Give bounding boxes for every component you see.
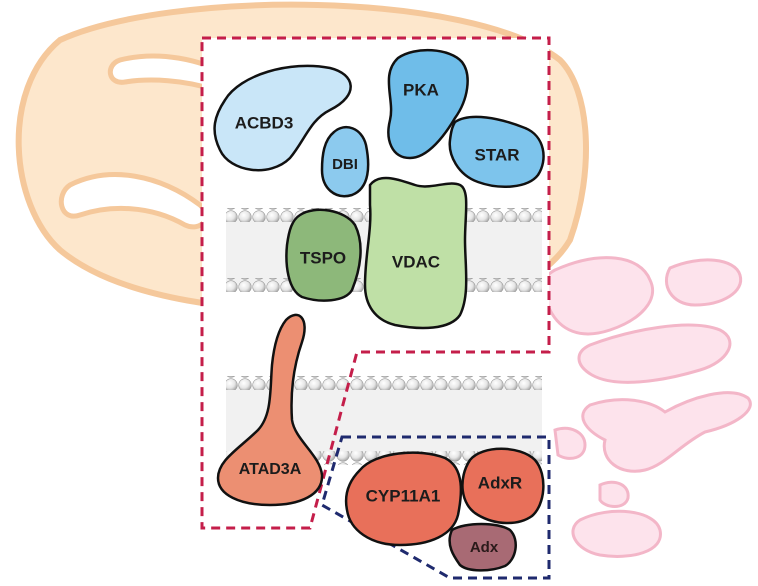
protein-vdac: VDAC (363, 176, 468, 330)
protein-dbi: DBI (320, 125, 370, 198)
label-pka: PKA (403, 80, 439, 99)
label-acbd3: ACBD3 (235, 113, 294, 132)
outer-dashed-box (200, 36, 551, 530)
protein-atad3a: ATAD3A (216, 313, 324, 507)
label-adx: Adx (470, 539, 499, 556)
protein-acbd3: ACBD3 (213, 64, 352, 172)
protein-cyp11a1: CYP11A1 (344, 451, 463, 547)
inner-dashed-box (320, 435, 551, 580)
label-star: STAR (474, 145, 519, 164)
label-atad3a: ATAD3A (239, 461, 302, 478)
protein-star: STAR (448, 115, 545, 188)
label-cyp11a1: CYP11A1 (366, 486, 441, 505)
label-vdac: VDAC (392, 252, 440, 271)
label-adxr: AdxR (478, 473, 522, 492)
protein-adxr: AdxR (461, 447, 545, 525)
protein-tspo: TSPO (285, 208, 362, 302)
label-tspo: TSPO (300, 248, 346, 267)
er-background (541, 256, 752, 558)
protein-adx: Adx (448, 522, 517, 572)
label-dbi: DBI (332, 156, 358, 173)
protein-pka: PKA (387, 48, 469, 160)
